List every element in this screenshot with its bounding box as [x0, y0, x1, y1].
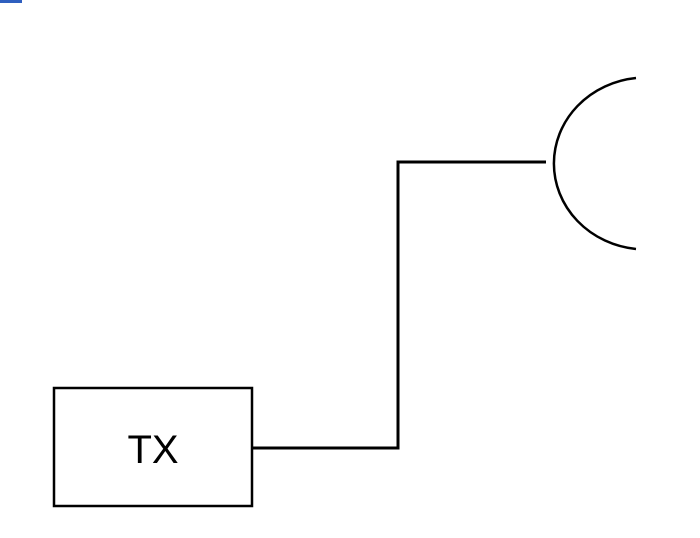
feed-line [252, 160, 546, 450]
transmitter-block: TX [52, 386, 254, 508]
top-edge-mark [0, 0, 22, 3]
transmitter-label: TX [127, 428, 178, 472]
antenna-reflector [552, 76, 637, 251]
